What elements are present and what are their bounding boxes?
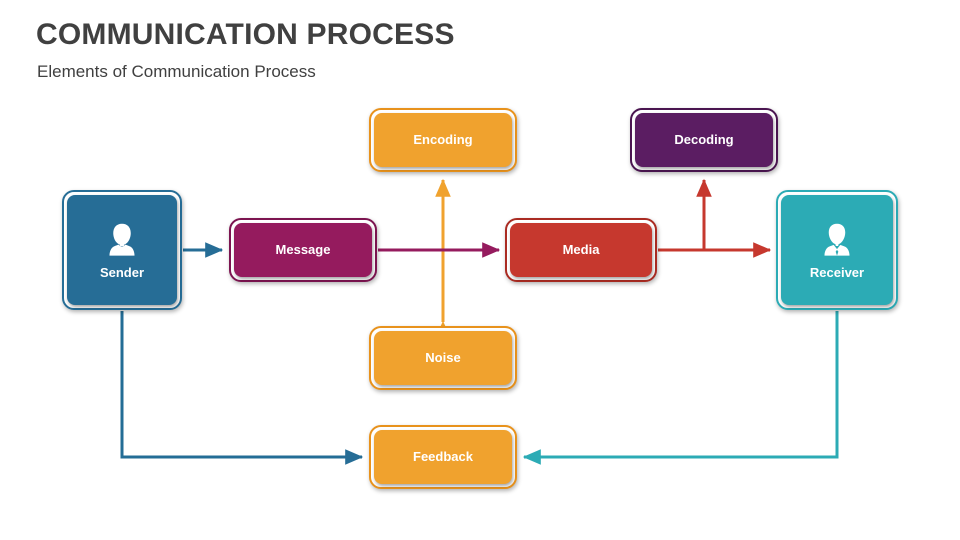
node-noise[interactable]: Noise xyxy=(369,326,517,390)
node-noise-fill xyxy=(374,331,512,385)
node-decoding-fill xyxy=(635,113,773,167)
connector-sender-to-feedback xyxy=(120,311,364,465)
node-message[interactable]: Message xyxy=(229,218,377,282)
node-encoding-fill xyxy=(374,113,512,167)
node-feedback[interactable]: Feedback xyxy=(369,425,517,489)
connector-receiver-to-feedback xyxy=(522,311,839,465)
node-feedback-fill xyxy=(374,430,512,484)
node-sender-fill xyxy=(67,195,177,305)
node-media[interactable]: Media xyxy=(505,218,657,282)
node-receiver-fill xyxy=(781,195,893,305)
node-media-fill xyxy=(510,223,652,277)
node-decoding[interactable]: Decoding xyxy=(630,108,778,172)
node-message-fill xyxy=(234,223,372,277)
node-receiver[interactable]: Receiver xyxy=(776,190,898,310)
page-subtitle: Elements of Communication Process xyxy=(37,62,316,81)
node-encoding[interactable]: Encoding xyxy=(369,108,517,172)
node-sender[interactable]: Sender xyxy=(62,190,182,310)
page-title: COMMUNICATION PROCESS xyxy=(36,18,455,51)
